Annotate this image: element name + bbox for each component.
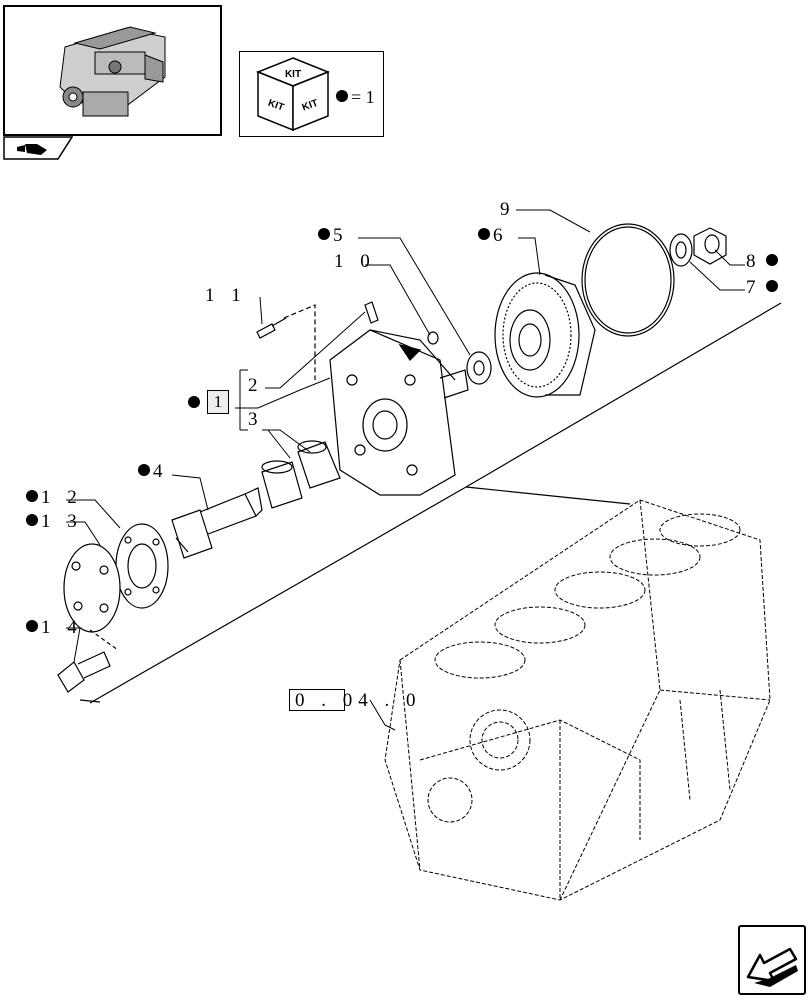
callout-10[interactable]: 1 0: [334, 251, 376, 272]
nut: [693, 227, 727, 265]
callout-13-text: 1 3: [41, 511, 83, 532]
kit-dot-icon: [478, 228, 490, 240]
small-pin: [427, 331, 439, 345]
callout-8[interactable]: 8: [746, 252, 778, 271]
flange: [115, 523, 169, 609]
callout-5-text: 5: [333, 225, 349, 246]
drive-shaft: [171, 487, 263, 559]
engine-tab[interactable]: [3, 136, 74, 160]
callout-4-text: 4: [153, 461, 169, 482]
next-page-button[interactable]: [738, 925, 806, 995]
kit-dot-icon: [26, 620, 38, 632]
kit-label-left: KIT: [266, 98, 285, 114]
dowel-pin: [364, 301, 379, 324]
callout-9[interactable]: 9: [500, 199, 516, 220]
callout-7[interactable]: 7: [746, 278, 778, 297]
assembly-pointer-line: [465, 486, 631, 505]
callout-12[interactable]: 1 2: [26, 488, 83, 507]
cross-reference[interactable]: 0 . 04 . 0: [295, 690, 422, 712]
kit-equals: = 1: [336, 87, 375, 108]
bushings: [261, 440, 341, 509]
engine-tab-icon: [3, 136, 74, 160]
washer: [669, 233, 693, 267]
callout-13[interactable]: 1 3: [26, 512, 83, 531]
callout-4[interactable]: 4: [138, 462, 169, 481]
callout-5[interactable]: 5: [318, 226, 349, 245]
small-screw: [256, 323, 276, 339]
callout-3[interactable]: 3: [248, 409, 264, 430]
kit-dot-icon: [765, 280, 778, 292]
engine-block: [384, 499, 771, 901]
engine-thumbnail: [3, 5, 222, 136]
kit-dot-icon: [138, 464, 150, 476]
callout-11[interactable]: 1 1: [205, 285, 247, 306]
callout-12-text: 1 2: [41, 487, 83, 508]
callout-14-text: 1 4: [41, 617, 83, 638]
callout-6[interactable]: 6: [478, 226, 509, 245]
o-ring: [581, 223, 675, 337]
cross-reference-tail-text: 4 . 0: [358, 690, 422, 711]
cross-reference-box[interactable]: [289, 689, 345, 711]
kit-dot-icon: [336, 90, 348, 102]
kit-dot-icon: [318, 228, 330, 240]
kit-label-top: KIT: [285, 69, 301, 80]
engine-thumbnail-icon: [59, 26, 166, 117]
callout-6-text: 6: [493, 225, 509, 246]
callout-8-text: 8: [746, 251, 762, 272]
seal-washer: [466, 351, 492, 385]
bolt: [57, 629, 119, 693]
callout-7-text: 7: [746, 277, 762, 298]
kit-dot-icon: [26, 490, 38, 502]
callout-14[interactable]: 1 4: [26, 618, 83, 637]
kit-marker-box: 1: [207, 390, 229, 414]
kit-dot-icon: [188, 396, 200, 408]
kit-label-right: KIT: [301, 98, 320, 114]
pump-gear: [494, 272, 596, 398]
kit-legend: KIT KIT KIT = 1: [239, 51, 384, 137]
pump-body: [329, 329, 469, 496]
callout-2[interactable]: 2: [248, 375, 264, 396]
kit-cube-icon: KIT KIT KIT: [255, 57, 331, 132]
cross-reference-box-text: 0 . 0: [295, 690, 359, 711]
kit-dot-icon: [765, 254, 778, 266]
kit-equals-text: = 1: [351, 87, 375, 107]
next-page-arrow-icon: [746, 947, 798, 987]
kit-dot-icon: [26, 514, 38, 526]
leader-lines: [66, 209, 745, 731]
callout-1[interactable]: [188, 394, 203, 413]
